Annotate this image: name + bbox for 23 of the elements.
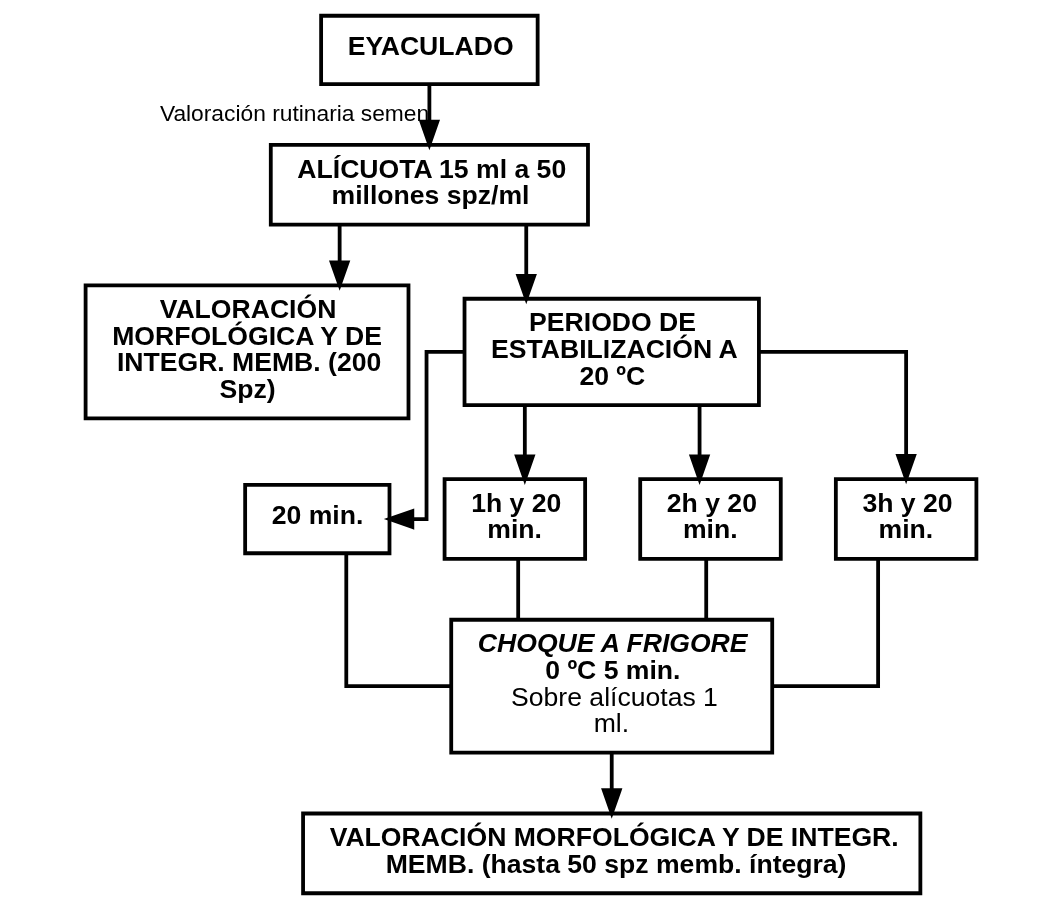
arrow — [514, 405, 536, 485]
node-box: 3h y 20 min. — [833, 477, 979, 561]
connector — [516, 559, 521, 620]
connector — [344, 553, 452, 689]
arrow — [601, 752, 623, 819]
node-box: ALÍCUOTA 15 ml a 50 millones spz/ml — [268, 143, 590, 227]
node-box: VALORACIÓN MORFOLÓGICA Y DE INTEGR. MEMB. (200 Spz) — [83, 283, 411, 421]
arrow — [688, 405, 711, 485]
node-box: 1h y 20 min. — [442, 477, 588, 561]
node-box: 20 min. — [243, 483, 392, 556]
connector — [772, 559, 880, 689]
arrow — [418, 84, 441, 151]
node-box: VALORACIÓN MORFOLÓGICA Y DE INTEGR. MEMB. (hasta 50 spz memb. íntegra) — [301, 811, 923, 896]
edge-label: Valoración rutinaria semen — [159, 100, 430, 127]
arrow — [759, 350, 917, 485]
arrow — [383, 350, 464, 530]
arrow — [329, 225, 351, 291]
arrow — [515, 225, 537, 305]
node-box: PERIODO DE ESTABILIZACIÓN A 20 ºC — [462, 296, 761, 407]
node-box: EYACULADO — [319, 13, 540, 87]
node-box: 2h y 20 min. — [638, 477, 783, 561]
node-box: CHOQUE A FRIGORE 0 ºC 5 min. Sobre alícuotas 1 ml. — [449, 617, 775, 755]
connector — [704, 559, 709, 620]
